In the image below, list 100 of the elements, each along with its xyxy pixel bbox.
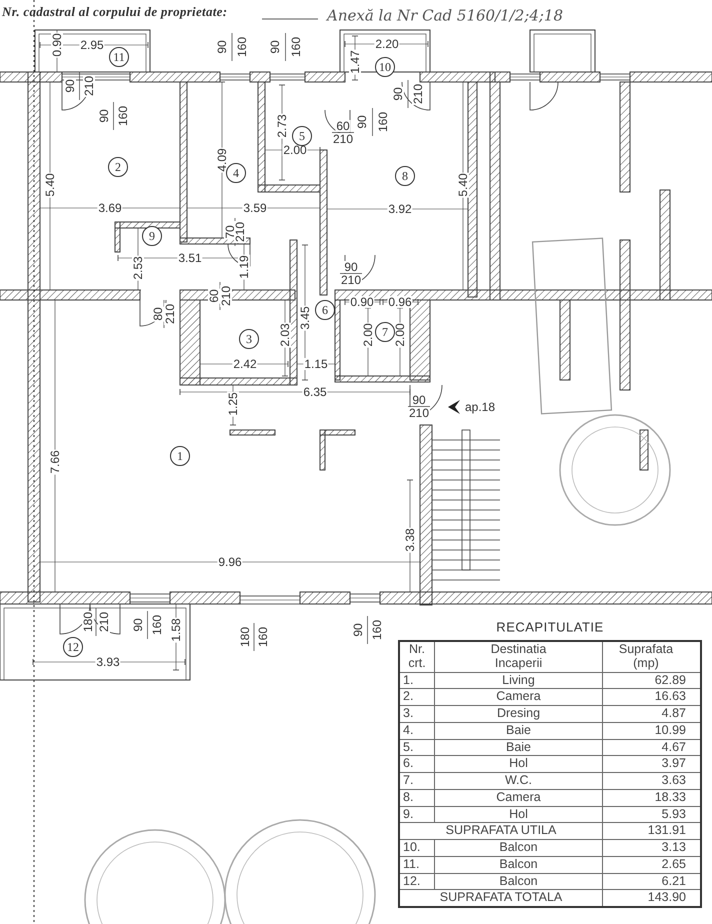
dimension-label: 3.59 (242, 202, 268, 214)
opening-size-label: 160 (117, 104, 129, 128)
room-number: 12 (63, 637, 83, 657)
opening-size-label: 160 (290, 36, 302, 58)
room-number: 9 (142, 226, 162, 246)
dimension-label: 3.69 (97, 202, 123, 214)
dimension-label: 7.66 (49, 449, 61, 475)
dimension-label: 5.40 (457, 172, 469, 198)
opening-size-label: 210 (408, 407, 430, 419)
column-header: Suprafata (mp) (618, 643, 674, 670)
room-number: 8 (395, 166, 415, 186)
row-number: 1. (403, 672, 414, 686)
row-number: 10. (403, 840, 420, 854)
opening-size-label: 180 (82, 610, 94, 634)
dimension-label: 3.93 (95, 656, 121, 668)
room-name: W.C. (504, 773, 532, 787)
row-number: 12. (403, 874, 420, 888)
room-name: Baie (506, 722, 532, 737)
heading-text: Nr. cadastral al corpului de proprietate: (2, 4, 228, 20)
room-number: 1 (170, 446, 190, 466)
room-name: Balcon (499, 856, 538, 871)
opening-size-label: 90 (343, 261, 359, 273)
dimension-label: 2.20 (374, 38, 400, 50)
area-value: 3.63 (662, 773, 686, 787)
room-name: Hol (509, 806, 528, 820)
row-number: 6. (403, 756, 414, 770)
dimension-label: 1.19 (238, 254, 250, 280)
opening-size-label: 210 (220, 284, 232, 308)
dimension-label: 3.38 (404, 527, 416, 553)
opening-size-label: 90 (356, 114, 368, 130)
room-name: Camera (496, 689, 541, 704)
row-number: 3. (403, 706, 414, 720)
row-number: 11. (403, 856, 420, 871)
room-number: 4 (226, 163, 246, 183)
dimension-label: 2.00 (394, 322, 406, 348)
opening-size-label: 90 (98, 108, 110, 124)
area-value: 3.97 (662, 756, 686, 770)
handwritten-note: Anexă la Nr Cad 5160/1/2;4;18 (326, 8, 564, 24)
row-number: 8. (403, 790, 414, 804)
dimension-label: 1.25 (227, 391, 239, 417)
dimension-label: 2.03 (279, 322, 291, 348)
dimension-label: 6.35 (302, 386, 328, 398)
area-value: 143.90 (648, 890, 686, 904)
opening-size-label: 210 (332, 133, 354, 145)
row-number: 4. (403, 722, 414, 737)
room-name: Living (502, 672, 535, 686)
opening-size-label: 60 (208, 288, 220, 304)
opening-size-label: 210 (83, 74, 95, 98)
dimension-label: 0.96 (387, 296, 413, 308)
area-value: 3.13 (662, 840, 686, 854)
dimension-label: 3.51 (177, 252, 203, 264)
row-number: 2. (403, 689, 414, 704)
column-header: Destinatia Incaperii (490, 643, 546, 670)
dimension-label: 0.90 (51, 32, 63, 58)
opening-size-label: 160 (377, 110, 389, 134)
room-name: Balcon (499, 874, 538, 888)
sum-label: SUPRAFATA TOTALA (440, 890, 562, 904)
area-value: 18.33 (654, 790, 686, 804)
opening-size-label: 90 (411, 394, 427, 406)
row-number: 9. (403, 806, 414, 820)
dimension-label: 2.00 (282, 144, 308, 156)
opening-size-label: 90 (269, 39, 281, 55)
opening-size-label: 90 (352, 622, 364, 638)
opening-size-label: 180 (239, 626, 251, 648)
dimension-label: 9.96 (217, 556, 243, 568)
area-value: 62.89 (654, 672, 686, 686)
room-number: 11 (109, 47, 129, 67)
area-value: 4.87 (662, 706, 686, 720)
room-name: Balcon (499, 840, 538, 854)
opening-size-label: 210 (164, 302, 176, 326)
dimension-label: 2.42 (232, 358, 258, 370)
room-name: Dresing (496, 706, 540, 720)
room-number: 10 (375, 57, 395, 77)
dimension-label: 2.73 (276, 113, 288, 139)
dimension-label: 1.15 (303, 358, 329, 370)
room-number: 2 (108, 157, 128, 177)
room-number: 5 (292, 126, 312, 146)
dimension-label: 2.53 (132, 255, 144, 281)
room-name: Camera (496, 790, 541, 804)
opening-size-label: 210 (98, 610, 110, 634)
dimension-label: 4.09 (216, 147, 228, 173)
opening-size-label: 160 (151, 614, 163, 636)
room-name: Hol (509, 756, 528, 770)
room-name: Baie (506, 740, 532, 754)
opening-size-label: 90 (392, 86, 404, 102)
room-number: 3 (239, 329, 259, 349)
area-value: 131.91 (648, 823, 686, 838)
table-title: RECAPITULATIE (495, 620, 605, 634)
area-value: 4.67 (662, 740, 686, 754)
area-value: 10.99 (654, 722, 686, 737)
apartment-label: ap.18 (464, 401, 496, 413)
opening-size-label: 90 (216, 39, 228, 55)
room-number: 6 (315, 300, 335, 320)
opening-size-label: 160 (257, 626, 269, 648)
opening-size-label: 160 (236, 36, 248, 58)
sum-label: SUPRAFATA UTILA (446, 823, 556, 838)
dimension-label: 1.47 (349, 49, 361, 75)
opening-size-label: 210 (234, 220, 246, 244)
opening-size-label: 210 (412, 82, 424, 106)
area-value: 6.21 (662, 874, 686, 888)
